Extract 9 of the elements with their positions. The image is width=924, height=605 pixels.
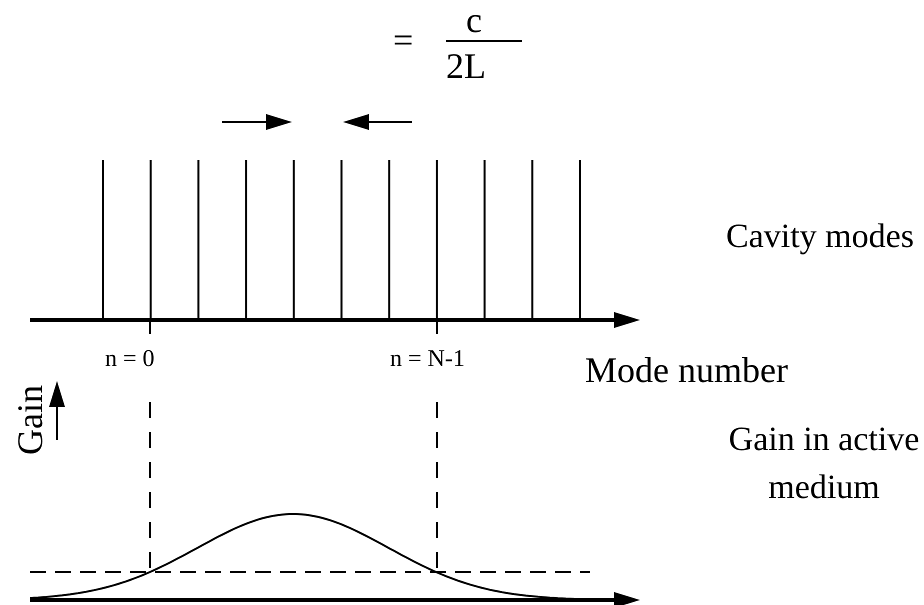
mode-label: n = 0 bbox=[105, 347, 155, 371]
mode-label: n = N-1 bbox=[390, 347, 465, 371]
equals-sign: = bbox=[393, 22, 414, 58]
axis-label: Mode number bbox=[585, 352, 788, 388]
axis-label: Cavity modes bbox=[726, 220, 914, 254]
axis-label: Gain bbox=[12, 385, 48, 455]
curve-label: Gain in active medium bbox=[728, 420, 920, 508]
numerator: c bbox=[466, 2, 482, 38]
denominator: 2L bbox=[446, 48, 486, 84]
